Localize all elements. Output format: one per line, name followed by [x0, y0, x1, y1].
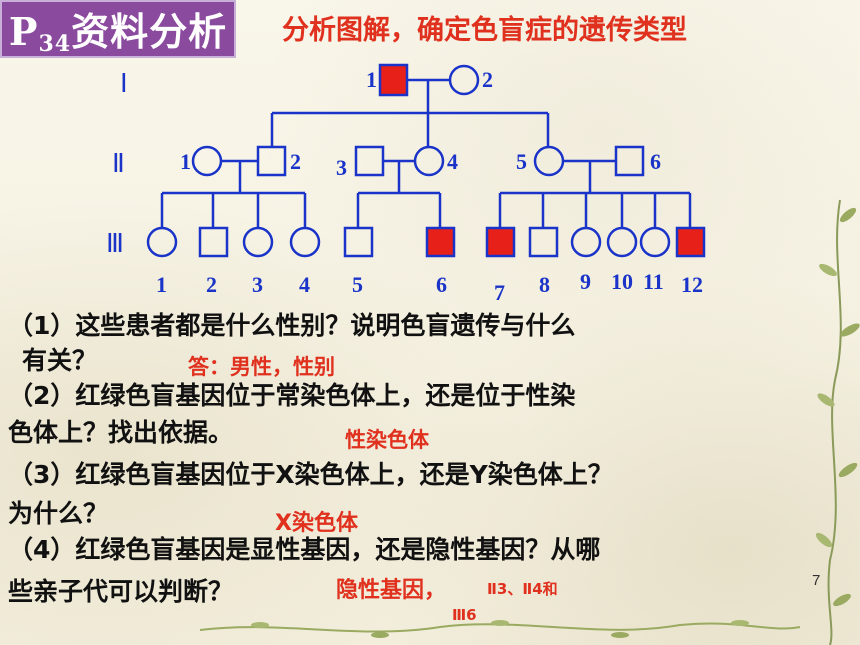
section-label: P34资料分析: [8, 9, 228, 57]
answer-1: 答：男性，性别: [188, 355, 335, 379]
section-header-box: P34资料分析: [0, 0, 236, 58]
pedigree-lines: [160, 78, 692, 228]
question-1-line-2: 有关？: [22, 346, 98, 375]
gen3-individual-10-female: [606, 226, 638, 258]
gen1-individual-2-female: [448, 64, 480, 96]
answer-2: 性染色体: [345, 428, 429, 452]
gen3-individual-8-male: [528, 226, 559, 258]
gen1-individual-1-affected-male: [378, 63, 409, 97]
question-3-line-2: 为什么？: [8, 499, 109, 528]
gen3-label-4: 4: [299, 272, 310, 297]
gen3-individual-4-female: [289, 226, 321, 258]
gen2-label-5: 5: [516, 149, 527, 174]
gen3-label-11: 11: [643, 269, 664, 294]
slide-title: 分析图解，确定色盲症的遗传类型: [282, 15, 687, 46]
answer-4-main: 隐性基因，: [336, 578, 447, 603]
answer-3: X染色体: [275, 511, 358, 536]
gen2-individual-2-male: [256, 145, 287, 177]
gen2-label-2: 2: [290, 149, 301, 174]
gen3-individual-2-male: [198, 226, 229, 258]
gen3-label-3: 3: [252, 272, 263, 297]
vine-decoration: [815, 199, 860, 645]
gen2-label-1: 1: [180, 149, 191, 174]
gen-label-1: Ⅰ: [120, 69, 128, 98]
gen2-label-3: 3: [336, 155, 347, 180]
gen1-label-2: 2: [482, 67, 493, 92]
gen-label-2: Ⅱ: [112, 149, 125, 178]
gen3-label-1: 1: [156, 272, 167, 297]
answer-4-detail-2: Ⅲ6: [452, 606, 477, 624]
gen3-label-6: 6: [436, 272, 447, 297]
gen-label-3: Ⅲ: [106, 229, 124, 258]
gen3-label-12: 12: [681, 272, 703, 297]
question-3-line-1: （3）红绿色盲基因位于X染色体上，还是Y染色体上？: [8, 460, 613, 489]
gen2-individual-6-male: [614, 145, 645, 177]
gen2-individual-4-female: [413, 145, 445, 177]
question-1-line-1: （1）这些患者都是什么性别？说明色盲遗传与什么: [8, 311, 576, 340]
gen2-individual-5-female: [533, 145, 565, 177]
question-4-line-1: （4）红绿色盲基因是显性基因，还是隐性基因？从哪: [8, 535, 601, 564]
pedigree-chart: Ⅰ Ⅱ Ⅲ 1 2 1 2 3 4 5 6 1 2 3 4 5 6 7 8 9 …: [106, 63, 706, 305]
gen2-label-4: 4: [447, 149, 458, 174]
gen3-individual-3-female: [242, 226, 274, 258]
gen3-individual-1-female: [146, 226, 178, 258]
gen3-label-2: 2: [206, 272, 217, 297]
page-number: 7: [812, 572, 821, 589]
question-2-line-1: （2）红绿色盲基因位于常染色体上，还是位于性染: [8, 381, 576, 410]
gen3-individual-5-male: [343, 226, 374, 258]
gen3-individual-7-affected-male: [485, 226, 516, 258]
gen3-label-5: 5: [352, 272, 363, 297]
gen2-individual-1-female: [191, 145, 223, 177]
gen3-label-8: 8: [539, 272, 550, 297]
question-4-line-2: 些亲子代可以判断？: [8, 577, 234, 606]
gen3-label-7: 7: [494, 280, 505, 305]
gen2-individual-3-male: [354, 145, 385, 177]
gen3-individual-6-affected-male: [425, 226, 456, 258]
gen3-label-10: 10: [611, 269, 633, 294]
gen1-label-1: 1: [366, 67, 377, 92]
gen3-individual-12-affected-male: [675, 226, 706, 258]
gen2-label-6: 6: [650, 149, 661, 174]
question-2-line-2: 色体上？找出依据。: [8, 418, 234, 447]
gen3-label-9: 9: [580, 269, 591, 294]
gen3-individual-9-female: [570, 226, 602, 258]
gen3-individual-11-female: [639, 226, 671, 258]
vine-decoration-bottom: [200, 620, 800, 638]
answer-4-detail: Ⅱ3、Ⅱ4和: [487, 580, 558, 598]
